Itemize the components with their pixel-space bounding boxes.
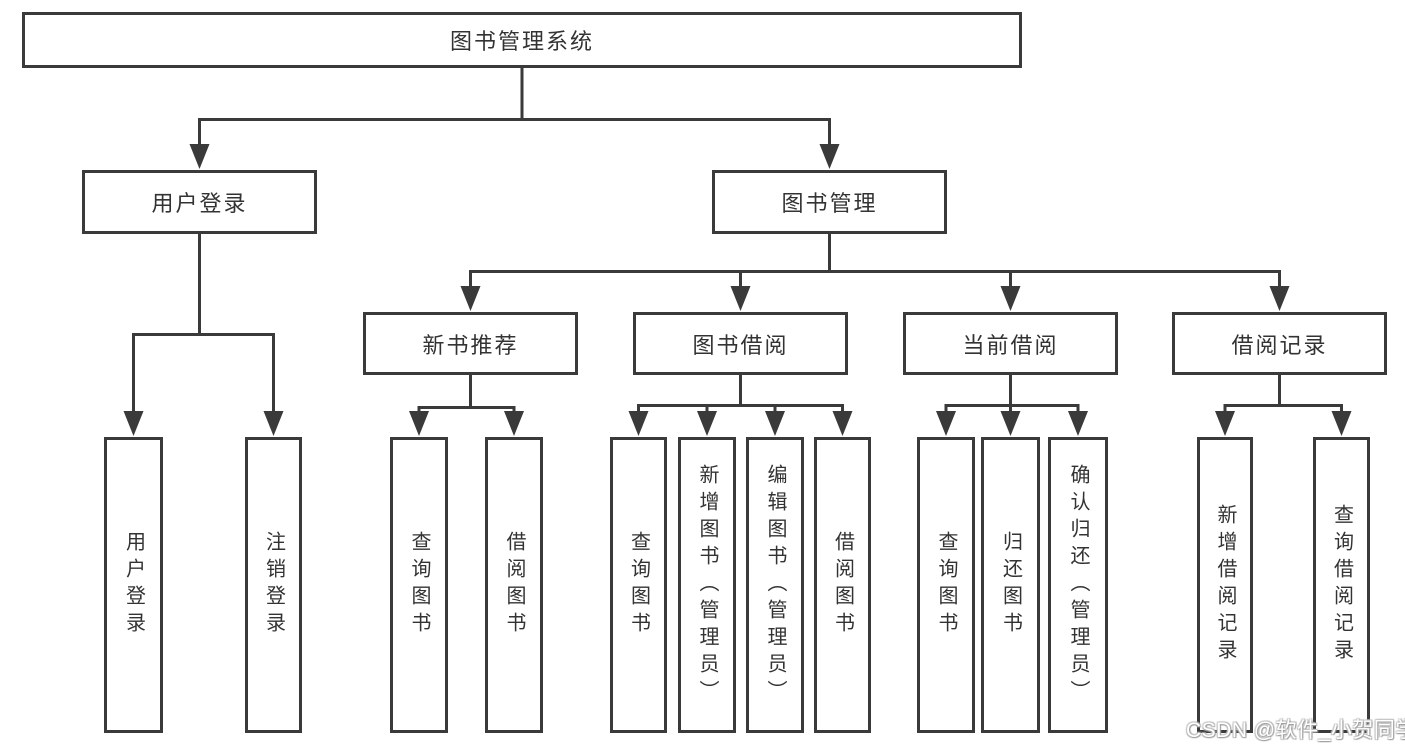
leaf-query-borrow-record-label: 查询借阅记录: [1330, 504, 1353, 666]
arrow-down-icon: [1215, 411, 1235, 436]
leaf-query-books-current-label: 查询图书: [935, 531, 957, 639]
node-new-book-recommend-label: 新书推荐: [422, 332, 519, 358]
node-root-label: 图书管理系统: [449, 29, 594, 54]
leaf-add-books-admin: 新增图书（管理员）: [678, 437, 736, 733]
arrow-down-icon: [1269, 286, 1290, 311]
node-user-login-branch: 用户登录: [82, 170, 317, 234]
leaf-query-books-borrow: 查询图书: [610, 437, 667, 733]
leaf-user-login-label: 用户登录: [122, 531, 145, 639]
csdn-watermark: CSDN @软件_小贺同学: [1186, 719, 1405, 742]
arrow-down-icon: [409, 411, 429, 436]
arrow-down-icon: [697, 411, 717, 436]
leaf-user-login: 用户登录: [104, 437, 163, 733]
arrow-down-icon: [832, 411, 853, 436]
leaf-edit-books-admin-label: 编辑图书（管理员）: [764, 463, 786, 707]
leaf-borrow-books: 借阅图书: [814, 437, 871, 733]
arrow-down-icon: [123, 411, 144, 436]
edges-book-management: [460, 234, 1290, 311]
leaf-borrow-books-label: 借阅图书: [831, 531, 854, 639]
node-current-borrow-label: 当前借阅: [962, 332, 1059, 358]
edges-user-login: [123, 234, 284, 436]
node-book-management-branch-label: 图书管理: [781, 191, 878, 216]
edges-current-borrow: [936, 375, 1088, 436]
leaf-edit-books-admin: 编辑图书（管理员）: [746, 437, 804, 733]
arrow-down-icon: [628, 411, 649, 436]
leaf-query-books-borrow-label: 查询图书: [627, 531, 650, 639]
leaf-query-books-current: 查询图书: [917, 437, 975, 733]
leaf-query-books-recommend: 查询图书: [390, 437, 448, 733]
arrow-down-icon: [1000, 286, 1021, 311]
arrow-down-icon: [936, 411, 956, 436]
node-new-book-recommend: 新书推荐: [363, 312, 578, 375]
arrow-down-icon: [1331, 411, 1352, 436]
leaf-add-borrow-record-label: 新增借阅记录: [1214, 504, 1236, 666]
leaf-query-books-recommend-label: 查询图书: [408, 531, 430, 639]
edges-borrow-record: [1215, 375, 1352, 436]
leaf-add-books-admin-label: 新增图书（管理员）: [696, 463, 718, 707]
leaf-borrow-books-recommend-label: 借阅图书: [503, 531, 525, 639]
arrow-down-icon: [1068, 411, 1088, 436]
node-root-system: 图书管理系统: [22, 12, 1022, 68]
leaf-return-books-label: 归还图书: [999, 531, 1022, 639]
node-borrow-record-label: 借阅记录: [1231, 332, 1328, 358]
arrow-down-icon: [189, 144, 210, 169]
arrow-down-icon: [730, 286, 751, 311]
node-book-borrow: 图书借阅: [633, 312, 848, 375]
leaf-add-borrow-record: 新增借阅记录: [1197, 437, 1253, 733]
node-user-login-branch-label: 用户登录: [151, 191, 248, 216]
node-current-borrow: 当前借阅: [903, 312, 1118, 375]
leaf-logout: 注销登录: [245, 437, 302, 733]
leaf-query-borrow-record: 查询借阅记录: [1313, 437, 1370, 733]
leaf-logout-label: 注销登录: [262, 531, 285, 639]
arrow-down-icon: [765, 411, 785, 436]
leaf-confirm-return-admin: 确认归还（管理员）: [1048, 437, 1108, 733]
arrow-down-icon: [819, 144, 840, 169]
edges-book-borrow: [628, 375, 853, 436]
node-book-borrow-label: 图书借阅: [692, 332, 789, 358]
leaf-confirm-return-admin-label: 确认归还（管理员）: [1067, 463, 1089, 707]
arrow-down-icon: [460, 286, 481, 311]
leaf-return-books: 归还图书: [981, 437, 1040, 733]
leaf-borrow-books-recommend: 借阅图书: [485, 437, 543, 733]
arrow-down-icon: [263, 411, 284, 436]
arrow-down-icon: [504, 411, 524, 436]
node-borrow-record: 借阅记录: [1172, 312, 1387, 375]
edges-root: [189, 68, 840, 169]
edges-new-book-recommend: [409, 375, 524, 436]
arrow-down-icon: [1000, 411, 1021, 436]
node-book-management-branch: 图书管理: [712, 170, 947, 234]
